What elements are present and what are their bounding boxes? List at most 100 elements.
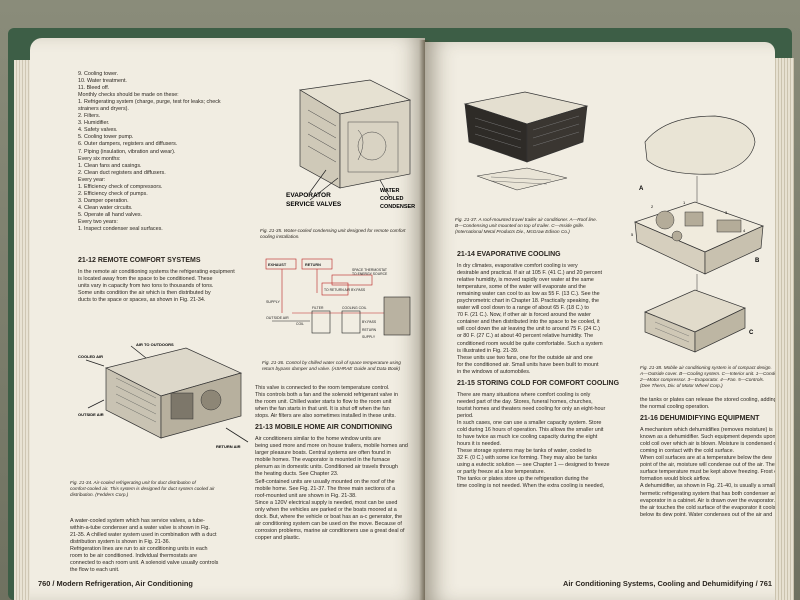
caption-line: Fig. 21-38. Mobile air conditioning syst…: [640, 365, 772, 370]
text-line: A mechanism which dehumidifies (removes …: [640, 427, 773, 434]
text-line: mobile home. See Fig. 21-37. The three m…: [255, 485, 396, 492]
text-line: in the windows of automobiles.: [457, 368, 531, 375]
footer-left: 760 / Modern Refrigeration, Air Conditio…: [38, 579, 193, 588]
fig-21-38-label: 1: [683, 200, 686, 205]
text-line: known as a dehumidifier. Such equipment …: [640, 434, 775, 441]
text-line: 21-35. A chilled water system used in co…: [70, 532, 217, 539]
fig-21-36-label: COIL: [296, 322, 304, 326]
text-line: stops. Air filters are also sometimes in…: [255, 413, 396, 420]
text-line: Some units condition the air which is th…: [78, 290, 211, 297]
text-line: copper and plastic.: [255, 534, 301, 541]
text-line: for the conditioned air. Small units hav…: [457, 361, 599, 368]
fig-21-36-label: TO RETURN AIR BY-PASS: [324, 288, 366, 292]
caption-line: distribution. (Fedders Corp.): [70, 492, 129, 497]
text-line: 2. Efficiency check of pumps.: [78, 190, 148, 197]
text-line: the air touches the cold surface of the …: [640, 504, 775, 511]
text-line: In such cases, one can use a smaller cap…: [457, 419, 602, 426]
left-column-lower: 21-12 REMOTE COMFORT SYSTEMS In the remo…: [78, 253, 268, 304]
text-line: units vary in capacity from two tons to …: [78, 283, 214, 290]
text-line: period.: [457, 412, 474, 419]
text-line: room to be air conditioned. Individual t…: [70, 553, 198, 560]
text-line: being used more and more on house traile…: [255, 443, 408, 450]
text-line: This valve is connected to the room temp…: [255, 385, 390, 391]
text-line: 7. Piping (insulation, vibration and wea…: [78, 148, 176, 155]
text-line: 10. Water treatment.: [78, 78, 127, 85]
text-line: When coil surfaces are at a temperature …: [640, 455, 772, 462]
text-line: the room unit. Chilled water starts to f…: [255, 399, 392, 406]
text-line: remaining water can cool to as low as 55…: [457, 291, 600, 298]
text-line: There are many situations where comfort …: [457, 391, 591, 398]
text-line: the flow to each unit.: [70, 567, 120, 574]
text-line: 2. Clean duct registers and diffusers.: [78, 169, 166, 176]
left-page: 9. Cooling tower.10. Water treatment.11.…: [30, 38, 425, 600]
text-line: or partly freeze at a low temperature.: [457, 469, 546, 476]
text-line: 6. Outer dampers, registers and diffuser…: [78, 141, 178, 148]
text-line: hermetic refrigerating system that has b…: [640, 490, 775, 497]
caption-line: comfort-cooled air. This system is desig…: [70, 486, 215, 491]
heading-21-12: 21-12 REMOTE COMFORT SYSTEMS: [78, 257, 201, 264]
text-line: 4. Safety valves.: [78, 127, 118, 134]
text-line: 3. Humidifier.: [78, 120, 110, 127]
text-line: the tanks or plates can release the stor…: [640, 397, 775, 403]
fig-21-38-label: A: [639, 186, 644, 192]
text-line: strainers and dryers).: [78, 106, 129, 113]
fig-21-36-label: SPACE THERMOSTAT: [352, 268, 387, 272]
text-line: A water-cooled system which has service …: [70, 518, 205, 524]
text-line: 11. Bleed off.: [78, 85, 110, 92]
text-line: roof-mounted unit are shown in Fig. 21-3…: [255, 492, 357, 499]
figure-21-36-caption: Fig. 21-36. Control by chilled water coi…: [262, 360, 425, 372]
fig-21-38-label: 4: [743, 228, 746, 233]
fig-21-38-label: B: [755, 258, 760, 264]
fig-21-34-label: RETURN AIR: [216, 444, 241, 449]
left-column-bottom: A water-cooled system which has service …: [70, 518, 270, 574]
text-line: distribution system is shown in Fig. 21-…: [70, 539, 171, 546]
text-line: 1. Inspect condenser seal surfaces.: [78, 226, 163, 233]
right-page: Fig. 21-37. A roof-mounted travel traile…: [425, 42, 775, 600]
caption-line: Fig. 21-37. A roof-mounted travel traile…: [455, 217, 598, 222]
heading-21-13: 21-13 MOBILE HOME AIR CONDITIONING: [255, 424, 393, 432]
text-line: A dehumidifier, as shown in Fig. 21-40, …: [640, 483, 775, 490]
caption-line: Fig. 21-35. Water-cooled condensing unit…: [260, 228, 406, 233]
fig-21-35-label: SERVICE VALVES: [286, 201, 342, 208]
text-line: relative humidity, is moved rapidly over…: [457, 277, 594, 284]
text-line: will cool down the air leaving the unit …: [457, 326, 600, 333]
fig-21-34-label: OUTSIDE AIR: [78, 412, 104, 417]
heading-21-15: 21-15 STORING COLD FOR COMFORT COOLING: [457, 379, 620, 387]
text-line: within-a-tube condenser and a water valv…: [70, 525, 210, 532]
text-line: using a eutectic solution — see Chapter …: [457, 462, 610, 469]
fig-21-36-label: FILTER: [312, 306, 324, 310]
text-line: evaporator in a cabinet. Air is drawn ov…: [640, 497, 775, 504]
text-line: the normal cooling operation.: [640, 404, 710, 411]
figure-21-34: AIR TO OUTDOORS COOLED AIR OUTSIDE AIR R…: [76, 338, 256, 450]
text-line: needed part of the day. Stores, funeral …: [457, 398, 593, 405]
fig-21-36-label: EXHAUST: [268, 263, 287, 267]
text-line: is illustrated in Fig. 21-39.: [457, 347, 519, 354]
text-line: 3. Damper operation.: [78, 197, 129, 204]
fig-21-35-label: CONDENSER: [380, 204, 415, 210]
text-line: 32 F. (0 C.) with some ice forming. They…: [457, 455, 598, 462]
text-line: tourist homes and theaters need cooling …: [457, 405, 606, 412]
text-line: desirable and practical. If air at 105 F…: [457, 270, 603, 277]
fig-21-35-label: COOLED: [380, 196, 404, 202]
right-page-column-1: 21-14 EVAPORATIVE COOLING In dry climate…: [457, 247, 633, 490]
fig-21-35-label: EVAPORATOR: [286, 192, 331, 199]
text-line: temperature, some of the water will evap…: [457, 284, 586, 291]
caption-line: cooling installation.: [260, 234, 300, 239]
fig-21-36-label: BY-PASS: [362, 320, 377, 324]
fig-21-36-label: TO ENERGY SOURCE: [352, 272, 388, 276]
figure-21-36: EXHAUST RETURN SPACE THERMOSTAT TO ENERG…: [262, 253, 422, 341]
text-line: plenum as in domestic units. Conditioned…: [255, 464, 398, 471]
footer-right: Air Conditioning Systems, Cooling and De…: [563, 579, 773, 588]
text-line: when the fan starts in that unit. It is …: [255, 406, 390, 413]
text-line: hours it is needed.: [457, 441, 502, 448]
fig-21-34-label: AIR TO OUTDOORS: [136, 342, 174, 347]
text-line: is located away from the space to be con…: [78, 276, 213, 283]
text-line: coming in contact with the cold surface.: [640, 448, 735, 455]
text-line: 1. Refrigerating system (charge, purge, …: [78, 99, 221, 106]
text-line: Air conditioners similar to the home win…: [255, 436, 381, 443]
text-line: only when the vehicles are parked or the…: [255, 506, 397, 513]
text-line: 5. Cooling tower pump.: [78, 134, 134, 141]
figure-21-35-caption: Fig. 21-35. Water-cooled condensing unit…: [260, 228, 425, 240]
text-line: dock. But, where the vehicle or boat has…: [255, 513, 403, 520]
text-line: ducts to the space or spaces, as shown i…: [78, 297, 206, 304]
